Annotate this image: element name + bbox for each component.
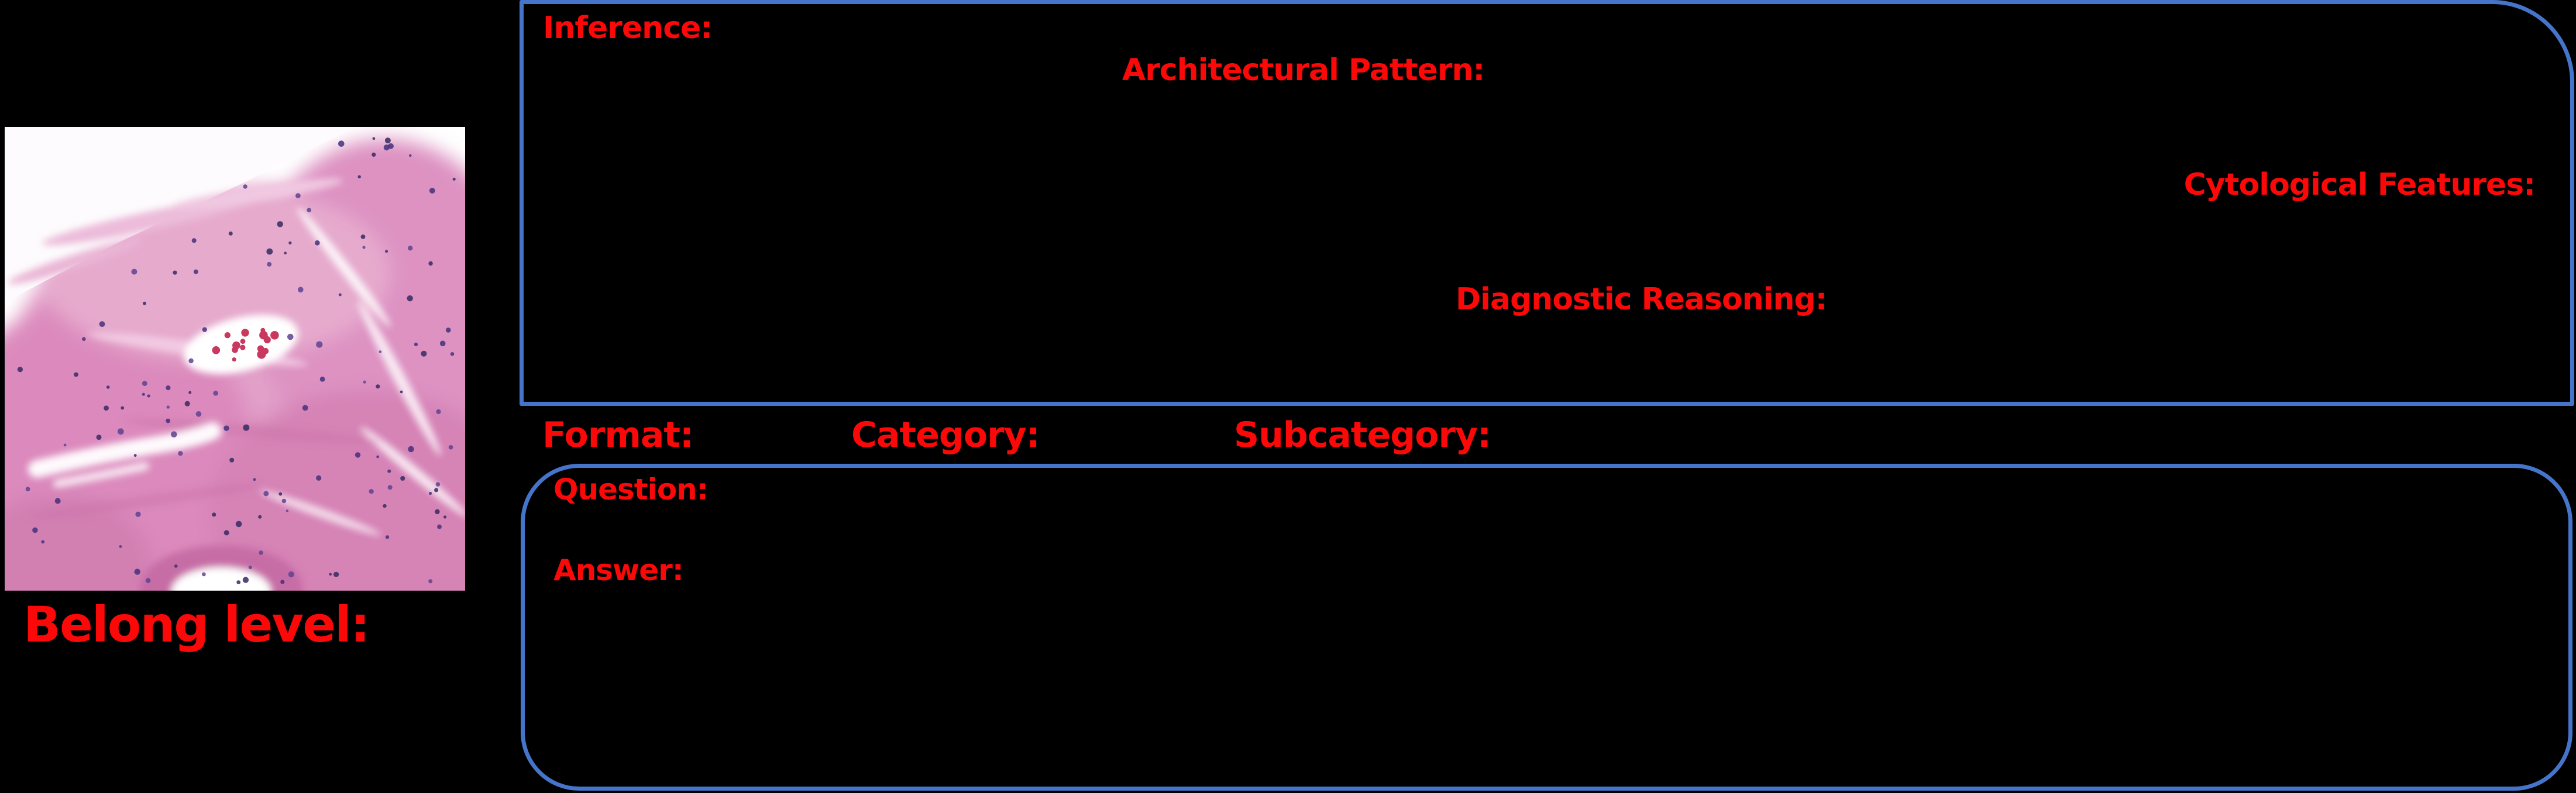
inference-label: Inference: bbox=[543, 11, 713, 46]
category-label: Category: bbox=[851, 415, 1040, 456]
question-answer-panel bbox=[521, 464, 2572, 791]
histology-illustration bbox=[5, 127, 465, 591]
diagnostic-reasoning-label: Diagnostic Reasoning: bbox=[1456, 282, 1828, 317]
histology-image bbox=[5, 127, 465, 591]
belong-level-label: Belong level: bbox=[23, 596, 370, 653]
answer-label: Answer: bbox=[553, 553, 684, 587]
inference-panel bbox=[520, 0, 2574, 406]
question-label: Question: bbox=[553, 473, 709, 506]
architectural-pattern-label: Architectural Pattern: bbox=[1122, 53, 1485, 88]
format-label: Format: bbox=[542, 415, 694, 456]
subcategory-label: Subcategory: bbox=[1234, 415, 1491, 456]
cytological-features-label: Cytological Features: bbox=[2183, 167, 2536, 202]
